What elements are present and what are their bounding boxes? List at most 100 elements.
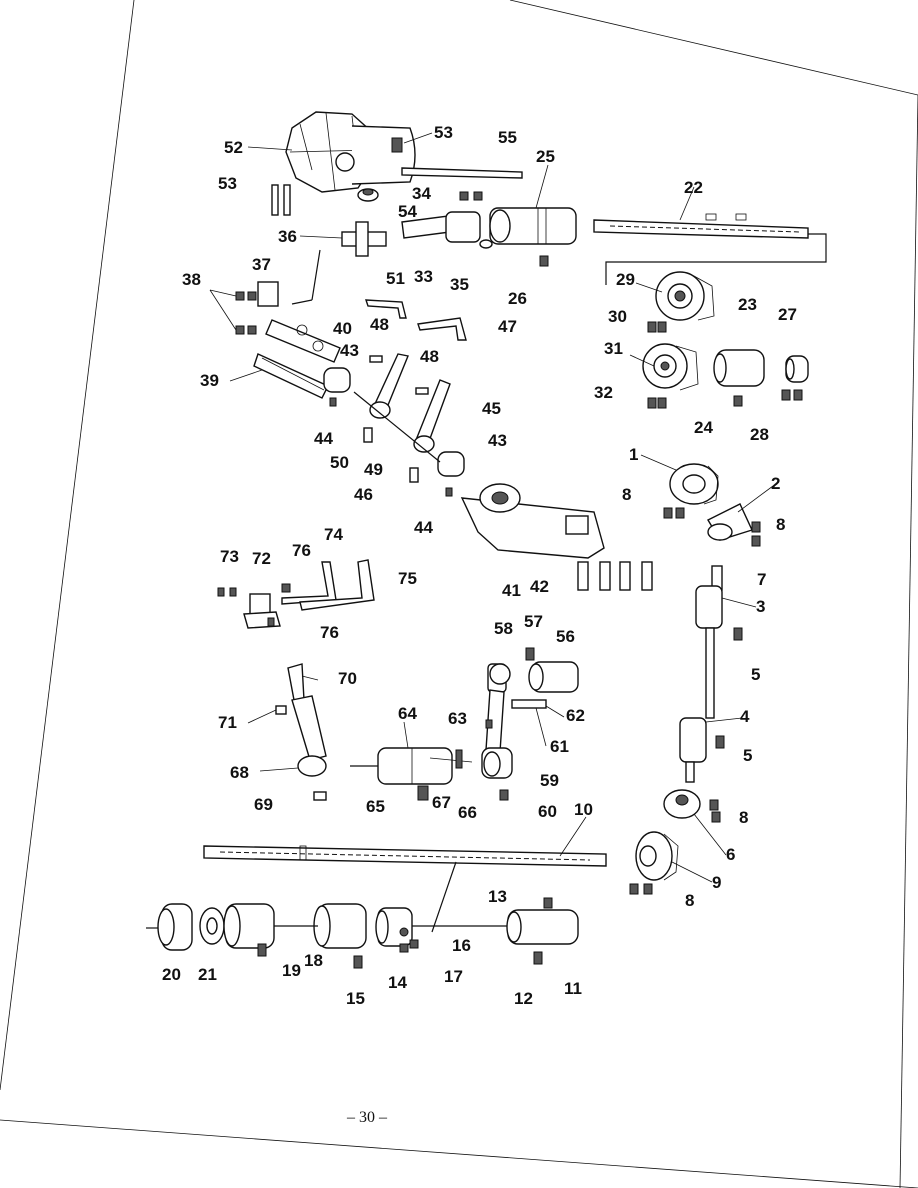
- callout-34: 34: [412, 184, 431, 203]
- part-53-screws: [271, 184, 291, 216]
- part-10-lower-shaft: [203, 845, 607, 933]
- part-39-spring-link: [253, 353, 329, 399]
- callout-67: 67: [432, 793, 451, 812]
- callout-14: 14: [388, 973, 407, 992]
- part-8-set-screws: [629, 507, 761, 895]
- part-11-12-13-sleeve: [506, 897, 579, 965]
- callout-51: 51: [386, 269, 405, 288]
- callout-64: 64: [398, 704, 417, 723]
- callout-52: 52: [224, 138, 243, 157]
- callout-42: 42: [530, 577, 549, 596]
- callout-31: 31: [604, 339, 623, 358]
- callout-65: 65: [366, 797, 385, 816]
- small-set-screws-upper-right: [647, 321, 803, 409]
- callout-50: 50: [330, 453, 349, 472]
- part-1-gear: [669, 463, 719, 505]
- callout-7: 7: [757, 570, 766, 589]
- callout-30: 30: [608, 307, 627, 326]
- callout-16: 16: [452, 936, 471, 955]
- part-43-bushings: [323, 367, 465, 497]
- callout-8b: 8: [776, 515, 785, 534]
- callout-8d: 8: [685, 891, 694, 910]
- leader-lines: [209, 132, 774, 883]
- callout-5b: 5: [743, 746, 752, 765]
- callout-49: 49: [364, 460, 383, 479]
- part-27-collar: [785, 355, 809, 383]
- part-31-gear: [642, 343, 699, 391]
- callout-61: 61: [550, 737, 569, 756]
- callout-4: 4: [740, 707, 750, 726]
- part-74-75-levers: [281, 559, 375, 611]
- callout-48a: 48: [370, 315, 389, 334]
- callout-74: 74: [324, 525, 343, 544]
- part-40-rings-shaft: [265, 319, 341, 363]
- part-38-screws: [235, 291, 257, 335]
- callout-23: 23: [738, 295, 757, 314]
- callout-45: 45: [482, 399, 501, 418]
- part-42-screws: [577, 561, 653, 591]
- callout-60: 60: [538, 802, 557, 821]
- part-33-34-35-coupling: [401, 191, 493, 249]
- callout-26: 26: [508, 289, 527, 308]
- part-9-gear: [635, 831, 679, 881]
- callout-3: 3: [756, 597, 765, 616]
- callout-75: 75: [398, 569, 417, 588]
- part-23-collar: [713, 349, 765, 387]
- callout-13: 13: [488, 887, 507, 906]
- part-36-cross-shaft: [341, 221, 387, 257]
- callout-47: 47: [498, 317, 517, 336]
- callout-33: 33: [414, 267, 433, 286]
- part-55-rod: [401, 167, 523, 179]
- callout-2: 2: [771, 474, 780, 493]
- callout-38: 38: [182, 270, 201, 289]
- page-number: – 30 –: [346, 1109, 388, 1126]
- callout-32: 32: [594, 383, 613, 402]
- callout-57: 57: [524, 612, 543, 631]
- part-16-17-collar: [274, 907, 508, 953]
- part-61-62-pin: [511, 699, 547, 709]
- callout-15: 15: [346, 989, 365, 1008]
- callout-35: 35: [450, 275, 469, 294]
- callout-43b: 43: [488, 431, 507, 450]
- part-21-washer: [199, 907, 225, 945]
- part-56-58-arm: [485, 647, 579, 753]
- callout-59: 59: [540, 771, 559, 790]
- callout-44a: 44: [314, 429, 333, 448]
- callout-37: 37: [252, 255, 271, 274]
- callout-48b: 48: [420, 347, 439, 366]
- callout-72: 72: [252, 549, 271, 568]
- callout-11: 11: [564, 979, 582, 998]
- callout-18: 18: [304, 951, 323, 970]
- callout-6: 6: [726, 845, 735, 864]
- part-59-63-hub: [481, 719, 513, 801]
- callout-24: 24: [694, 418, 713, 437]
- part-29-gear: [655, 271, 715, 321]
- part-41-bracket: [460, 483, 605, 559]
- callout-54: 54: [398, 202, 417, 221]
- callout-55: 55: [498, 128, 517, 147]
- callout-66: 66: [458, 803, 477, 822]
- parts-46-48-50-screws: [363, 355, 429, 483]
- callout-10: 10: [574, 800, 593, 819]
- callout-5a: 5: [751, 665, 760, 684]
- part-72-73-clamp: [217, 587, 281, 629]
- callout-39: 39: [200, 371, 219, 390]
- part-65-67-screws: [417, 749, 463, 801]
- part-64-sleeve: [350, 747, 473, 785]
- part-37-clamp: [257, 249, 321, 307]
- callout-40: 40: [333, 319, 352, 338]
- callout-53b: 53: [218, 174, 237, 193]
- callout-8a: 8: [622, 485, 631, 504]
- callout-71: 71: [218, 713, 237, 732]
- callout-41: 41: [502, 581, 521, 600]
- callout-62: 62: [566, 706, 585, 725]
- callout-73: 73: [220, 547, 239, 566]
- callout-labels: 1 2 3 4 5 5 6 7 8 8 8 8 9 10 11 12 13 14…: [162, 123, 797, 1008]
- callout-29: 29: [616, 270, 635, 289]
- callout-28: 28: [750, 425, 769, 444]
- callout-25: 25: [536, 147, 555, 166]
- part-52-housing: [285, 111, 416, 193]
- part-22-upper-shaft: [593, 213, 827, 285]
